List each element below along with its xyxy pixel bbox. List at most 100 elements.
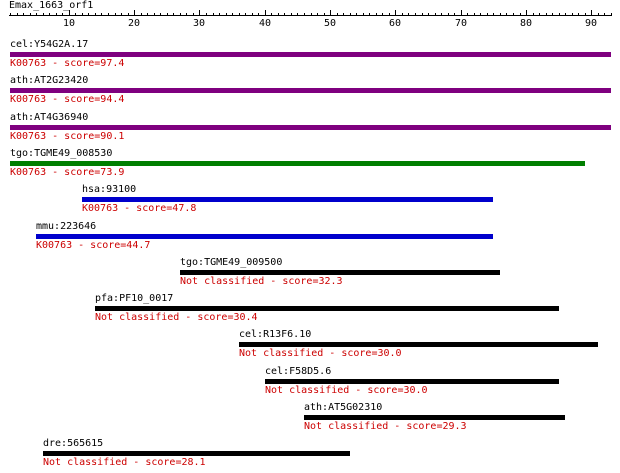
ruler-minor-tick [213,13,214,16]
ruler-minor-tick [180,13,181,16]
ruler-minor-tick [533,13,534,16]
ruler-minor-tick [121,13,122,16]
hit-alignment-bar[interactable] [304,415,565,420]
ruler-minor-tick [95,13,96,16]
ruler-minor-tick [350,13,351,16]
ruler-minor-tick [304,13,305,16]
hit-score-label: Not classified - score=32.3 [180,276,343,287]
hit-alignment-bar[interactable] [43,451,350,456]
ruler-minor-tick [369,13,370,16]
ruler-minor-tick [428,13,429,16]
ruler-major-tick [330,10,331,16]
hit-alignment-bar[interactable] [10,88,611,93]
hit-name-link[interactable]: cel:F58D5.6 [265,366,332,377]
hit-name-link[interactable]: hsa:93100 [82,184,137,195]
ruler-minor-tick [435,13,436,16]
ruler-minor-tick [376,13,377,16]
ruler-tick-label: 10 [63,18,76,29]
hit-score-label: Not classified - score=30.0 [265,385,428,396]
ruler-minor-tick [513,13,514,16]
ruler-minor-tick [108,13,109,16]
ruler-tick-label: 60 [389,18,402,29]
ruler-minor-tick [585,13,586,16]
ruler-minor-tick [317,13,318,16]
ruler-minor-tick [278,13,279,16]
hit-score-label: K00763 - score=47.8 [82,203,197,214]
ruler-minor-tick [141,13,142,16]
ruler-minor-tick [160,13,161,16]
hit-alignment-bar[interactable] [95,306,559,311]
ruler-minor-tick [128,13,129,16]
hit-name-link[interactable]: pfa:PF10_0017 [95,293,174,304]
ruler-minor-tick [389,13,390,16]
hit-alignment-bar[interactable] [239,342,598,347]
hit-name-link[interactable]: tgo:TGME49_009500 [180,257,283,268]
ruler-minor-tick [115,13,116,16]
ruler-minor-tick [291,13,292,16]
ruler-minor-tick [88,13,89,16]
ruler-minor-tick [408,13,409,16]
hit-alignment-bar[interactable] [36,234,493,239]
hit-name-link[interactable]: ath:AT5G02310 [304,402,383,413]
ruler-minor-tick [539,13,540,16]
ruler-minor-tick [467,13,468,16]
query-title: Emax_1663_orf1 [9,0,94,11]
ruler-minor-tick [480,13,481,16]
ruler-minor-tick [239,13,240,16]
ruler-minor-tick [245,13,246,16]
position-ruler [9,15,612,16]
ruler-major-tick [134,10,135,16]
hit-name-link[interactable]: tgo:TGME49_008530 [10,148,113,159]
hit-alignment-bar[interactable] [265,379,559,384]
ruler-tick-label: 90 [585,18,598,29]
ruler-minor-tick [572,13,573,16]
ruler-minor-tick [10,13,11,16]
ruler-minor-tick [297,13,298,16]
ruler-minor-tick [193,13,194,16]
hit-name-link[interactable]: ath:AT2G23420 [10,75,89,86]
ruler-minor-tick [546,13,547,16]
ruler-minor-tick [552,13,553,16]
ruler-minor-tick [448,13,449,16]
ruler-minor-tick [56,13,57,16]
ruler-major-tick [526,10,527,16]
hit-alignment-bar[interactable] [82,197,493,202]
ruler-minor-tick [30,13,31,16]
ruler-minor-tick [49,13,50,16]
ruler-minor-tick [284,13,285,16]
ruler-minor-tick [173,13,174,16]
hit-name-link[interactable]: cel:Y54G2A.17 [10,39,89,50]
ruler-minor-tick [356,13,357,16]
hit-score-label: K00763 - score=94.4 [10,94,125,105]
hit-name-link[interactable]: cel:R13F6.10 [239,329,312,340]
ruler-minor-tick [506,13,507,16]
ruler-tick-label: 40 [259,18,272,29]
ruler-minor-tick [147,13,148,16]
hit-name-link[interactable]: mmu:223646 [36,221,97,232]
hit-alignment-bar[interactable] [10,52,611,57]
ruler-minor-tick [271,13,272,16]
ruler-minor-tick [474,13,475,16]
ruler-minor-tick [415,13,416,16]
hit-alignment-bar[interactable] [10,161,585,166]
hit-alignment-bar[interactable] [10,125,611,130]
hit-name-link[interactable]: dre:565615 [43,438,104,449]
hit-alignment-bar[interactable] [180,270,500,275]
hit-name-link[interactable]: ath:AT4G36940 [10,112,89,123]
ruler-minor-tick [500,13,501,16]
ruler-minor-tick [441,13,442,16]
ruler-minor-tick [559,13,560,16]
ruler-minor-tick [232,13,233,16]
ruler-major-tick [265,10,266,16]
ruler-minor-tick [75,13,76,16]
ruler-major-tick [461,10,462,16]
ruler-minor-tick [487,13,488,16]
ruler-minor-tick [337,13,338,16]
hit-score-label: K00763 - score=90.1 [10,131,125,142]
ruler-minor-tick [186,13,187,16]
ruler-minor-tick [82,13,83,16]
ruler-minor-tick [604,13,605,16]
ruler-minor-tick [520,13,521,16]
ruler-major-tick [69,10,70,16]
